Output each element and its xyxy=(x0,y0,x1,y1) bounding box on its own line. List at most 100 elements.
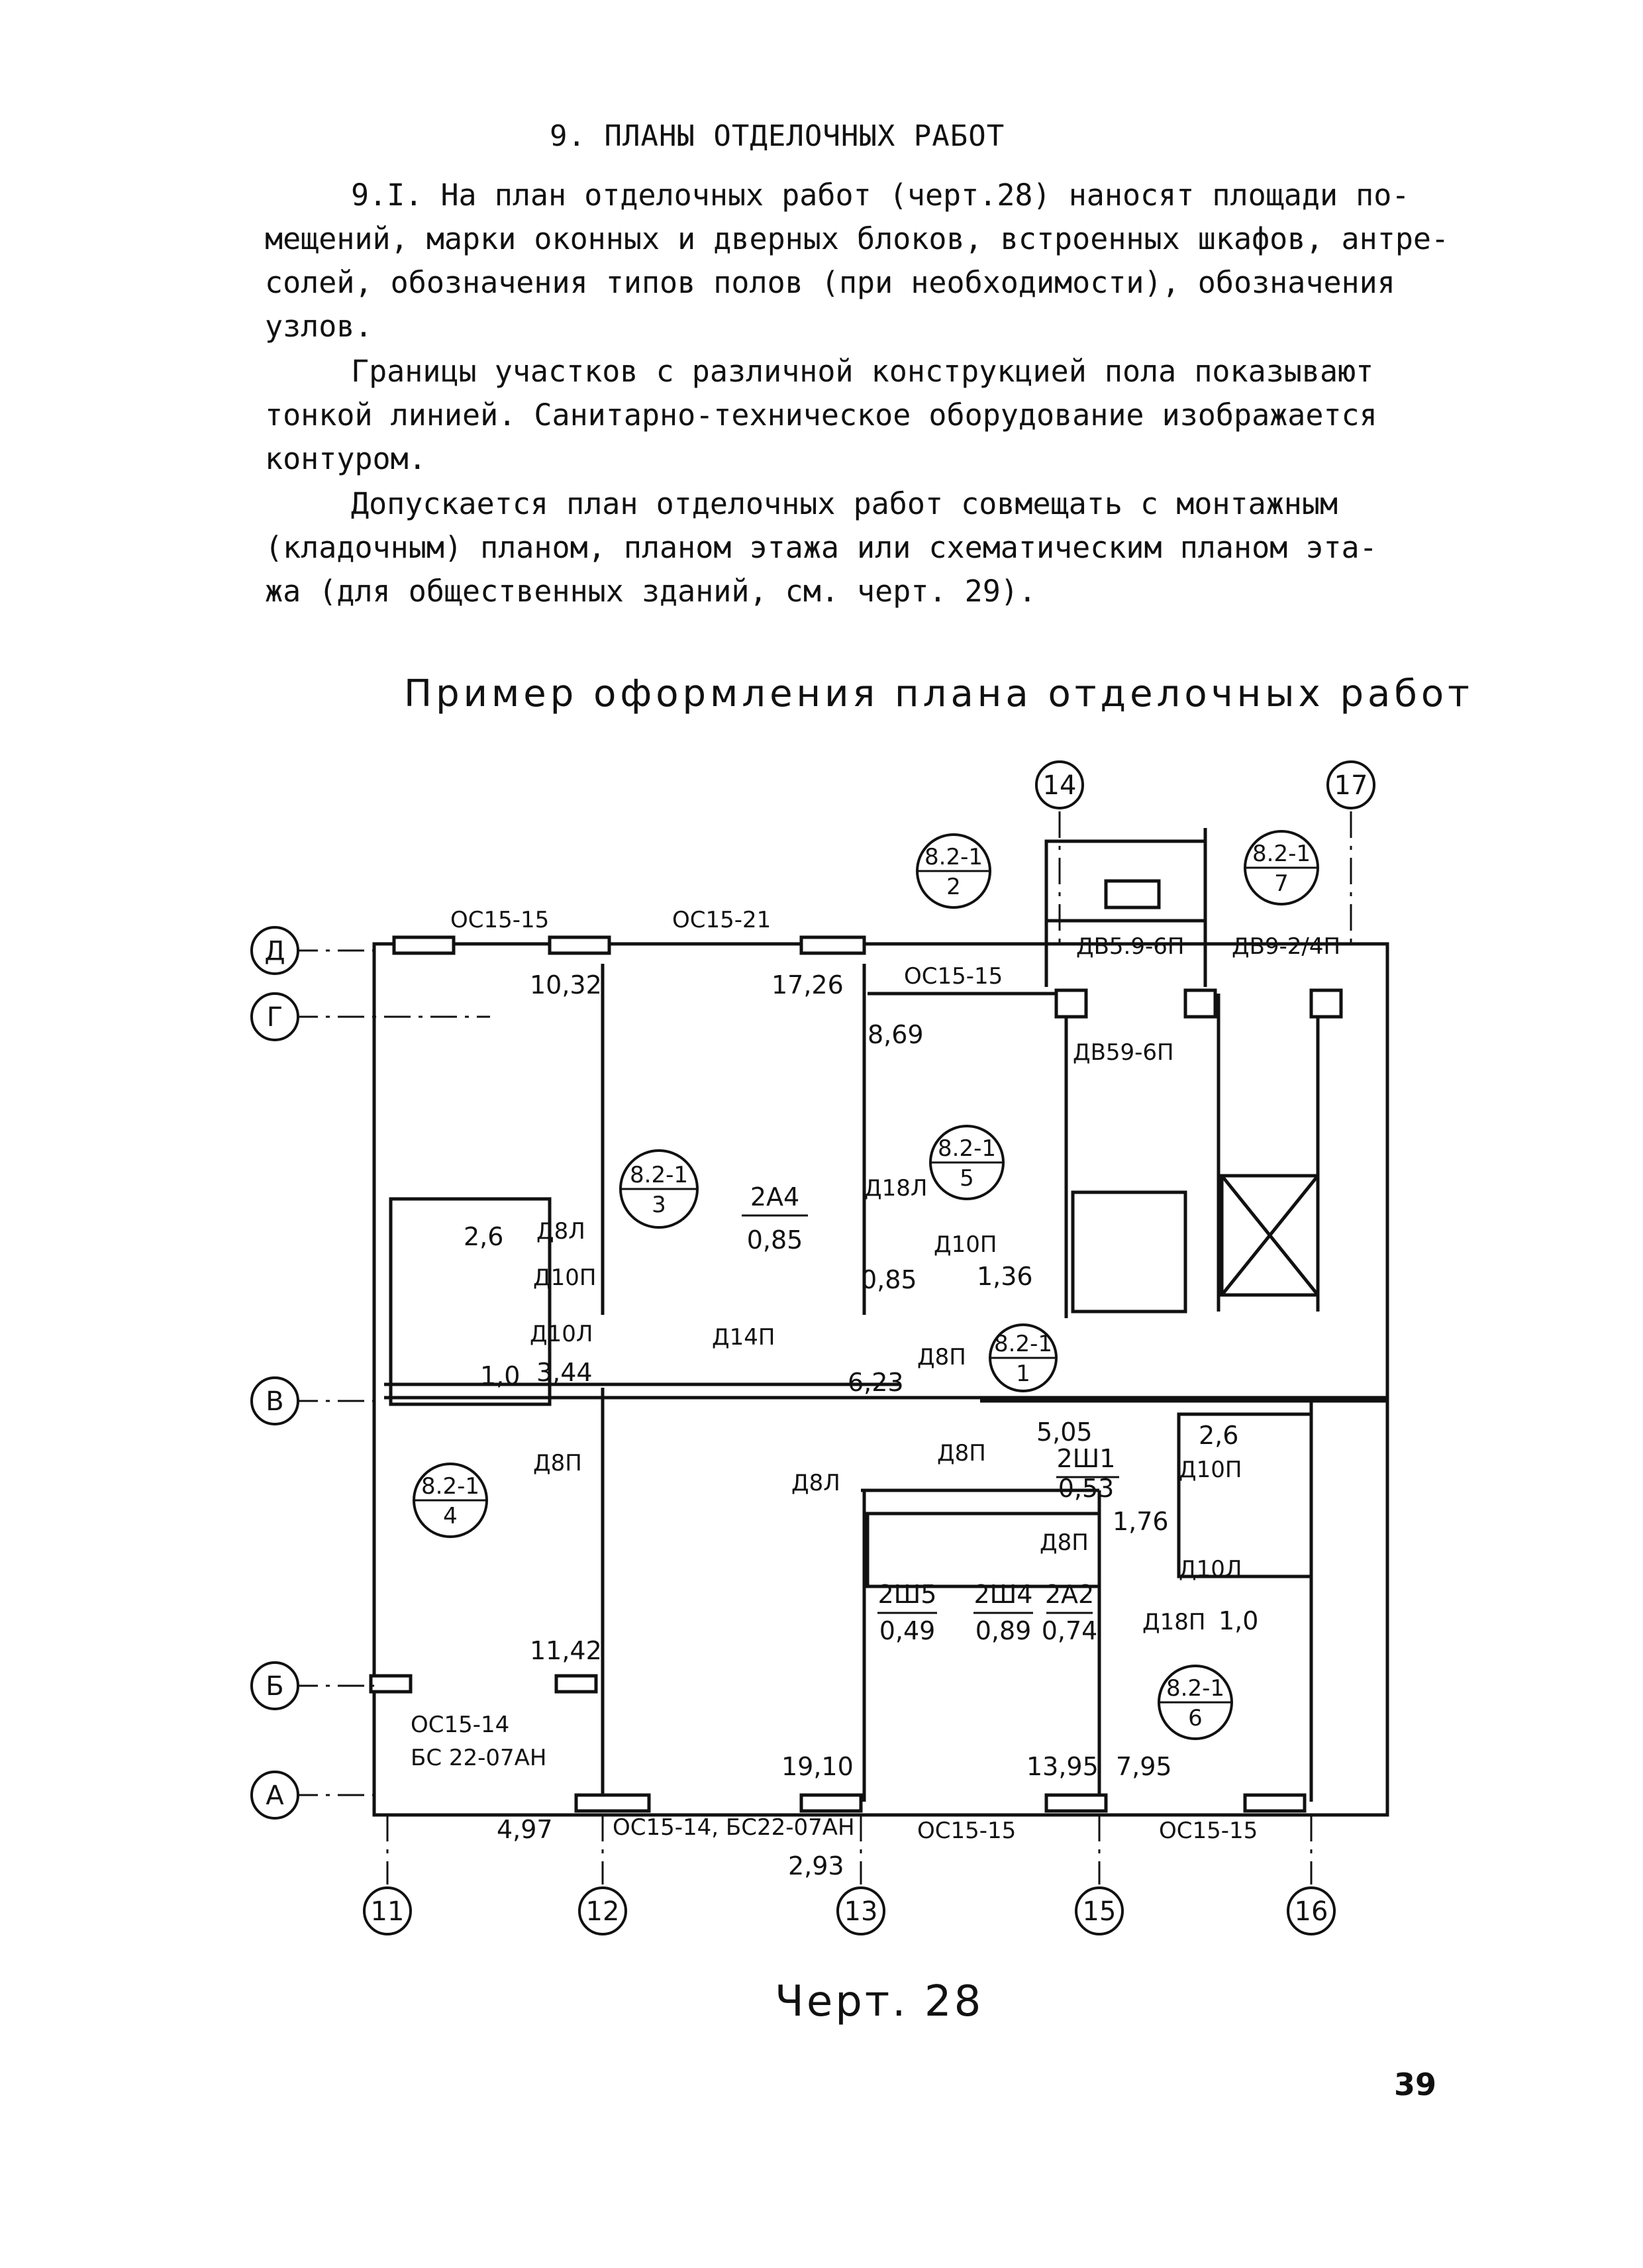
door-mark: ДВ5.9-6П xyxy=(1076,933,1184,960)
stair-flight xyxy=(1071,1190,1187,1314)
closet-mark: 2Ш5 xyxy=(878,1580,937,1609)
axis-label-a: А xyxy=(266,1780,284,1811)
node-ref-bottom: 4 xyxy=(443,1503,458,1529)
axis-label-d: Д xyxy=(264,936,285,966)
closet-mark: 2А4 xyxy=(750,1182,799,1211)
window-unit xyxy=(1243,1793,1307,1813)
para2-line: контуром. xyxy=(265,441,426,476)
axis-bubble xyxy=(250,1376,299,1425)
paragraph-3: Допускается план отделочных работ совмещ… xyxy=(265,482,1444,613)
axis-bubble xyxy=(836,1886,885,1935)
pier-block xyxy=(1054,988,1088,1019)
door-mark: Д10П xyxy=(934,1231,997,1258)
door-mark: ДВ59-6П xyxy=(1073,1039,1174,1066)
room-area: 2,6 xyxy=(464,1222,503,1251)
axis-label-v: В xyxy=(266,1386,283,1417)
node-ref-top: 8.2-1 xyxy=(1166,1675,1224,1702)
window-unit xyxy=(369,1674,413,1694)
closet-mark: 2А2 xyxy=(1045,1580,1094,1609)
page-number: 39 xyxy=(1394,2067,1437,2102)
bath-block xyxy=(1177,1412,1313,1578)
room-area: 2,93 xyxy=(788,1851,844,1881)
axis-label-b: Б xyxy=(266,1671,283,1702)
window-unit xyxy=(799,935,866,955)
axis-bubble xyxy=(363,1886,412,1935)
para1-line: мещений, марки оконных и дверных блоков,… xyxy=(265,221,1450,256)
axis-bubble xyxy=(1035,760,1084,809)
door-mark: ДВ9-2/4П xyxy=(1232,933,1340,960)
window-unit xyxy=(554,1674,598,1694)
door-mark: Д10П xyxy=(533,1264,596,1291)
axis-label-14: 14 xyxy=(1043,770,1077,801)
room-area: 6,23 xyxy=(848,1368,904,1397)
vent-block-inner xyxy=(1104,879,1161,909)
plan-outer-wall xyxy=(372,942,1389,1817)
closet-area: 0,53 xyxy=(1058,1474,1115,1503)
room-area: 1,76 xyxy=(1113,1507,1169,1536)
node-ref-top: 8.2-1 xyxy=(630,1162,688,1188)
window-unit xyxy=(799,1793,863,1813)
door-mark: Д18П xyxy=(1142,1609,1205,1635)
room-area: 5,05 xyxy=(1036,1418,1093,1447)
door-mark: Д18Л xyxy=(864,1175,927,1202)
closet-area: 0,74 xyxy=(1042,1616,1098,1645)
para2-line: Границы участков с различной конструкцие… xyxy=(351,354,1374,389)
door-mark: Д10Л xyxy=(1179,1556,1242,1582)
bath-block xyxy=(389,1197,552,1406)
door-mark: Д10П xyxy=(1179,1457,1242,1483)
window-mark: ОС15-15 xyxy=(1159,1818,1258,1844)
para3-line: жа (для общественных зданий, см. черт. 2… xyxy=(265,574,1036,609)
window-unit xyxy=(1044,1793,1108,1813)
axis-bubble xyxy=(578,1886,627,1935)
node-ref-bottom: 6 xyxy=(1188,1705,1203,1731)
window-unit xyxy=(548,935,611,955)
axis-label-13: 13 xyxy=(844,1896,878,1927)
para1-line: 9.I. На план отделочных работ (черт.28) … xyxy=(351,178,1410,213)
door-mark: Д8П xyxy=(917,1344,966,1370)
window-mark: ОС15-14 xyxy=(411,1712,509,1738)
closet-area: 0,49 xyxy=(879,1616,936,1645)
room-area: 19,10 xyxy=(781,1752,854,1781)
room-area: 0,85 xyxy=(861,1265,917,1294)
para1-line: узлов. xyxy=(265,309,373,344)
axis-bubble xyxy=(250,926,299,975)
room-area: 17,26 xyxy=(772,970,844,1000)
node-ref-top: 8.2-1 xyxy=(421,1473,479,1500)
room-area: 3,44 xyxy=(536,1358,593,1387)
axis-bubble xyxy=(1075,1886,1124,1935)
para2-line: тонкой линией. Санитарно-техническое обо… xyxy=(265,397,1377,433)
node-ref-bottom: 3 xyxy=(652,1192,666,1218)
room-area: 1,0 xyxy=(480,1361,520,1390)
axis-bubble xyxy=(1287,1886,1336,1935)
window-mark: ОС15-15 xyxy=(917,1818,1016,1844)
closet-block xyxy=(866,1512,1101,1588)
pier-block xyxy=(1183,988,1217,1019)
node-ref-bottom: 5 xyxy=(960,1165,974,1192)
node-ref-bottom: 7 xyxy=(1274,870,1289,897)
door-mark: Д8П xyxy=(533,1450,582,1476)
door-mark: Д8Л xyxy=(536,1218,585,1245)
room-area: 11,42 xyxy=(530,1636,602,1665)
elevator-cross xyxy=(1220,1174,1319,1296)
door-mark: Д10Л xyxy=(530,1321,593,1347)
axis-label-g: Г xyxy=(267,1002,283,1033)
door-mark: Д8П xyxy=(937,1440,986,1467)
para3-line: (кладочным) планом, планом этажа или схе… xyxy=(265,530,1377,565)
node-ref-top: 8.2-1 xyxy=(938,1135,996,1162)
node-ref-bottom: 1 xyxy=(1016,1361,1030,1387)
room-area: 4,97 xyxy=(497,1815,553,1844)
drawing-caption: Черт. 28 xyxy=(775,1977,984,2026)
drawing-title: Пример оформления плана отделочных работ xyxy=(404,672,1473,715)
section-title: 9. ПЛАНЫ ОТДЕЛОЧНЫХ РАБОТ xyxy=(550,119,1005,153)
door-mark: Д8Л xyxy=(791,1470,840,1496)
para1-line: солей, обозначения типов полов (при необ… xyxy=(265,265,1395,300)
door-mark: Д8П xyxy=(1040,1529,1089,1556)
closet-area: 0,89 xyxy=(975,1616,1032,1645)
axis-label-11: 11 xyxy=(371,1896,405,1927)
paragraph-2: Границы участков с различной конструкцие… xyxy=(265,350,1444,481)
axis-bubble xyxy=(250,1771,299,1820)
window-unit xyxy=(392,935,456,955)
room-area: 10,32 xyxy=(530,970,602,1000)
room-area: 1,36 xyxy=(977,1262,1033,1291)
room-area: 1,0 xyxy=(1219,1606,1258,1635)
